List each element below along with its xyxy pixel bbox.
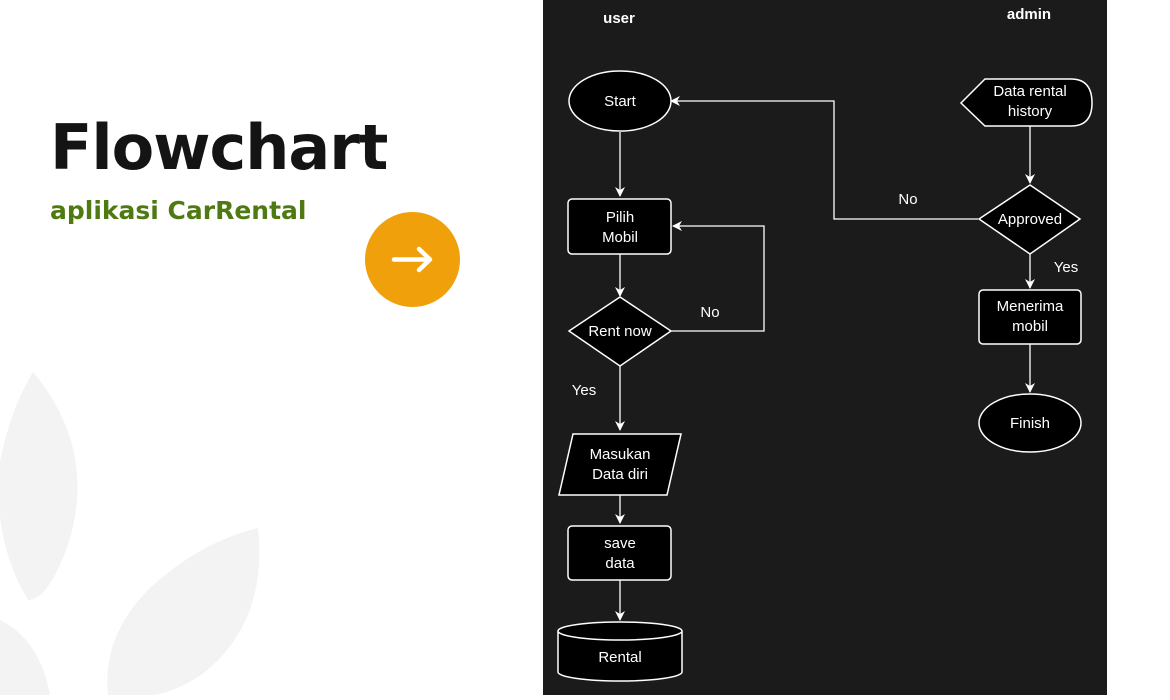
edge-label-approved-no: No	[898, 191, 917, 208]
node-pilih-mobil-label-2: Mobil	[602, 229, 638, 246]
node-masukan-label-1: Masukan	[590, 446, 651, 463]
flowchart-diagram: user admin No Yes No Yes	[557, 6, 1093, 682]
node-history-label-2: history	[1008, 103, 1053, 120]
flowchart-panel: user admin No Yes No Yes	[543, 0, 1107, 695]
node-pilih-mobil-label-1: Pilih	[606, 209, 634, 226]
lane-header-user: user	[603, 10, 635, 27]
node-finish-label: Finish	[1010, 415, 1050, 432]
edge-label-rent-yes: Yes	[572, 382, 596, 399]
arrow-right-icon	[391, 246, 433, 273]
node-history-label-1: Data rental	[993, 83, 1066, 100]
node-rental	[557, 621, 683, 682]
node-masukan-data-diri	[558, 433, 682, 496]
node-menerima-mobil	[978, 289, 1082, 345]
node-start	[568, 70, 672, 132]
next-slide-button[interactable]	[365, 212, 460, 307]
node-menerima-label-2: mobil	[1012, 318, 1048, 335]
node-data-rental-history	[959, 78, 1093, 127]
edge-label-rent-no: No	[700, 304, 719, 321]
node-finish	[978, 393, 1082, 453]
node-menerima-label-1: Menerima	[997, 298, 1064, 315]
node-rental-label: Rental	[598, 649, 641, 666]
node-rent-now	[567, 296, 673, 367]
node-approved-label: Approved	[998, 211, 1062, 228]
lane-header-admin: admin	[1007, 6, 1051, 23]
node-rent-now-label: Rent now	[588, 323, 652, 340]
node-start-label: Start	[604, 93, 637, 110]
page-title: Flowchart	[50, 111, 388, 184]
edge-approved-no	[670, 96, 978, 220]
node-save-data-label-1: save	[604, 535, 636, 552]
page-subtitle: aplikasi CarRental	[50, 196, 307, 225]
edge-rent-no	[671, 221, 765, 332]
node-masukan-label-2: Data diri	[592, 466, 648, 483]
edge-label-approved-yes: Yes	[1054, 259, 1078, 276]
node-pilih-mobil	[567, 198, 672, 255]
node-save-data-label-2: data	[605, 555, 635, 572]
node-approved	[977, 184, 1082, 255]
node-save-data	[567, 525, 672, 581]
